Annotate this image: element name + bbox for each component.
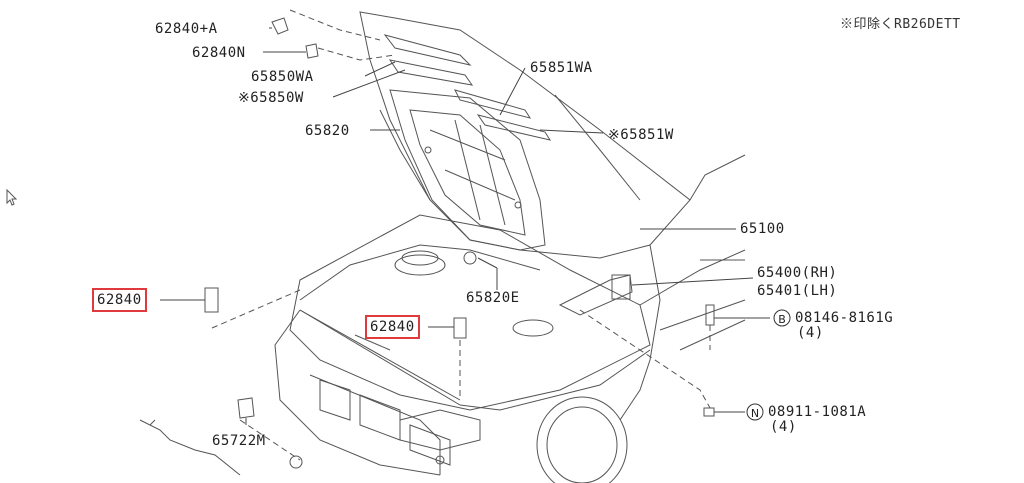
part-label-65401-lh[interactable]: 65401(LH) (757, 283, 838, 299)
nut-marker-letter: N (751, 407, 759, 420)
nut-marker: N (747, 404, 763, 420)
part-label-62840n[interactable]: 62840N (192, 45, 246, 61)
part-label-65722m[interactable]: 65722M (212, 433, 266, 449)
engine-note: ※印除くRB26DETT (840, 17, 961, 32)
part-qty-08146: (4) (797, 325, 824, 341)
part-label-65850w[interactable]: ※65850W (238, 90, 304, 106)
part-label-62840-highlighted-center[interactable]: 62840 (365, 315, 420, 339)
hood-stay (140, 420, 240, 475)
part-label-65820[interactable]: 65820 (305, 123, 350, 139)
part-label-65400-rh[interactable]: 65400(RH) (757, 265, 838, 281)
clip-parts (205, 18, 714, 468)
part-label-08146-8161g[interactable]: 08146-8161G (795, 310, 894, 326)
part-label-62840-a[interactable]: 62840+A (155, 21, 218, 37)
car-body (275, 155, 745, 483)
hood-hinge (560, 275, 632, 315)
hood-inner-frame (390, 90, 545, 250)
part-label-65851wa[interactable]: 65851WA (530, 60, 593, 76)
mouse-cursor-icon (6, 189, 18, 207)
part-label-65850wa[interactable]: 65850WA (251, 69, 314, 85)
insulator-strips (385, 35, 550, 140)
part-label-08911-1081a[interactable]: 08911-1081A (768, 404, 867, 420)
leader-lines (160, 28, 770, 425)
part-qty-08911: (4) (770, 419, 797, 435)
part-label-65851w[interactable]: ※65851W (608, 127, 674, 143)
part-label-65100[interactable]: 65100 (740, 221, 785, 237)
dashed-lines (212, 10, 710, 460)
bolt-marker-letter: B (778, 313, 786, 326)
part-label-65820e[interactable]: 65820E (466, 290, 520, 306)
bolt-marker: B (774, 310, 790, 326)
part-label-62840-highlighted-left[interactable]: 62840 (92, 288, 147, 312)
hood-panel (360, 12, 690, 258)
